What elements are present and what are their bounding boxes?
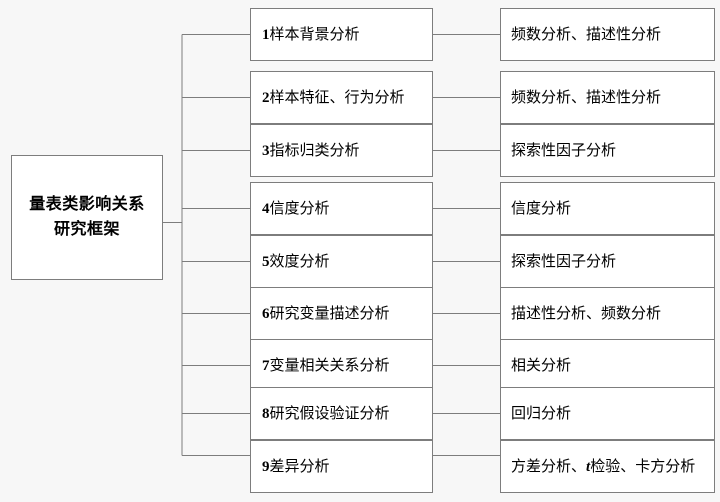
stage-node-5-text: 效度分析	[269, 253, 330, 270]
method-node-7-label: 相关分析	[511, 357, 572, 374]
method-node-1: 频数分析、描述性分析	[500, 8, 715, 61]
stage-node-3-label: 3指标归类分析	[262, 142, 360, 160]
stage-node-7-number: 7	[262, 357, 270, 374]
stage-node-1: 1样本背景分析	[250, 8, 433, 61]
stage-node-1-number: 1	[262, 26, 270, 43]
stage-node-6: 6研究变量描述分析	[250, 287, 433, 340]
stage-node-6-text: 研究变量描述分析	[269, 305, 390, 322]
stage-node-1-text: 样本背景分析	[269, 26, 360, 43]
stage-node-9-label: 9差异分析	[262, 458, 330, 476]
stage-node-3-text: 指标归类分析	[269, 142, 360, 159]
stage-node-9: 9差异分析	[250, 440, 433, 493]
stage-node-2-number: 2	[262, 89, 270, 106]
stage-node-8-label: 8研究假设验证分析	[262, 405, 390, 423]
method-node-2-label: 频数分析、描述性分析	[511, 89, 662, 106]
stage-node-2: 2样本特征、行为分析	[250, 71, 433, 124]
method-node-6-label: 描述性分析、频数分析	[511, 305, 662, 322]
stage-node-5: 5效度分析	[250, 235, 433, 288]
method-node-9-label: 方差分析、t检验、卡方分析	[511, 458, 696, 475]
stage-node-7-text: 变量相关关系分析	[269, 357, 390, 374]
root-node-framework-title: 量表类影响关系研究框架	[11, 155, 163, 280]
stage-node-5-label: 5效度分析	[262, 253, 330, 271]
stage-node-8: 8研究假设验证分析	[250, 387, 433, 440]
method-node-4: 信度分析	[500, 182, 715, 235]
method-node-9: 方差分析、t检验、卡方分析	[500, 440, 715, 493]
stage-node-3-number: 3	[262, 142, 270, 159]
method-node-2: 频数分析、描述性分析	[500, 71, 715, 124]
method-node-5-label: 探索性因子分析	[511, 253, 617, 270]
stage-node-5-number: 5	[262, 253, 270, 270]
stage-node-2-text: 样本特征、行为分析	[269, 89, 405, 106]
root-node-label: 量表类影响关系研究框架	[29, 195, 145, 238]
method-node-7: 相关分析	[500, 339, 715, 392]
method-node-5: 探索性因子分析	[500, 235, 715, 288]
stage-node-9-text: 差异分析	[269, 458, 330, 475]
method-node-4-label: 信度分析	[511, 200, 572, 217]
stage-node-4: 4信度分析	[250, 182, 433, 235]
stage-node-1-label: 1样本背景分析	[262, 26, 360, 44]
method-node-1-label: 频数分析、描述性分析	[511, 26, 662, 43]
method-node-6: 描述性分析、频数分析	[500, 287, 715, 340]
stage-node-8-number: 8	[262, 405, 270, 422]
stage-node-8-text: 研究假设验证分析	[269, 405, 390, 422]
stage-node-7: 7变量相关关系分析	[250, 339, 433, 392]
stage-node-4-label: 4信度分析	[262, 200, 330, 218]
stage-node-9-number: 9	[262, 458, 270, 475]
stage-node-4-text: 信度分析	[269, 200, 330, 217]
method-node-3: 探索性因子分析	[500, 124, 715, 177]
method-node-8: 回归分析	[500, 387, 715, 440]
stage-node-6-label: 6研究变量描述分析	[262, 305, 390, 323]
stage-node-7-label: 7变量相关关系分析	[262, 357, 390, 375]
stage-node-3: 3指标归类分析	[250, 124, 433, 177]
method-node-3-label: 探索性因子分析	[511, 142, 617, 159]
stage-node-6-number: 6	[262, 305, 270, 322]
stage-node-4-number: 4	[262, 200, 270, 217]
method-node-8-label: 回归分析	[511, 405, 572, 422]
stage-node-2-label: 2样本特征、行为分析	[262, 89, 405, 107]
